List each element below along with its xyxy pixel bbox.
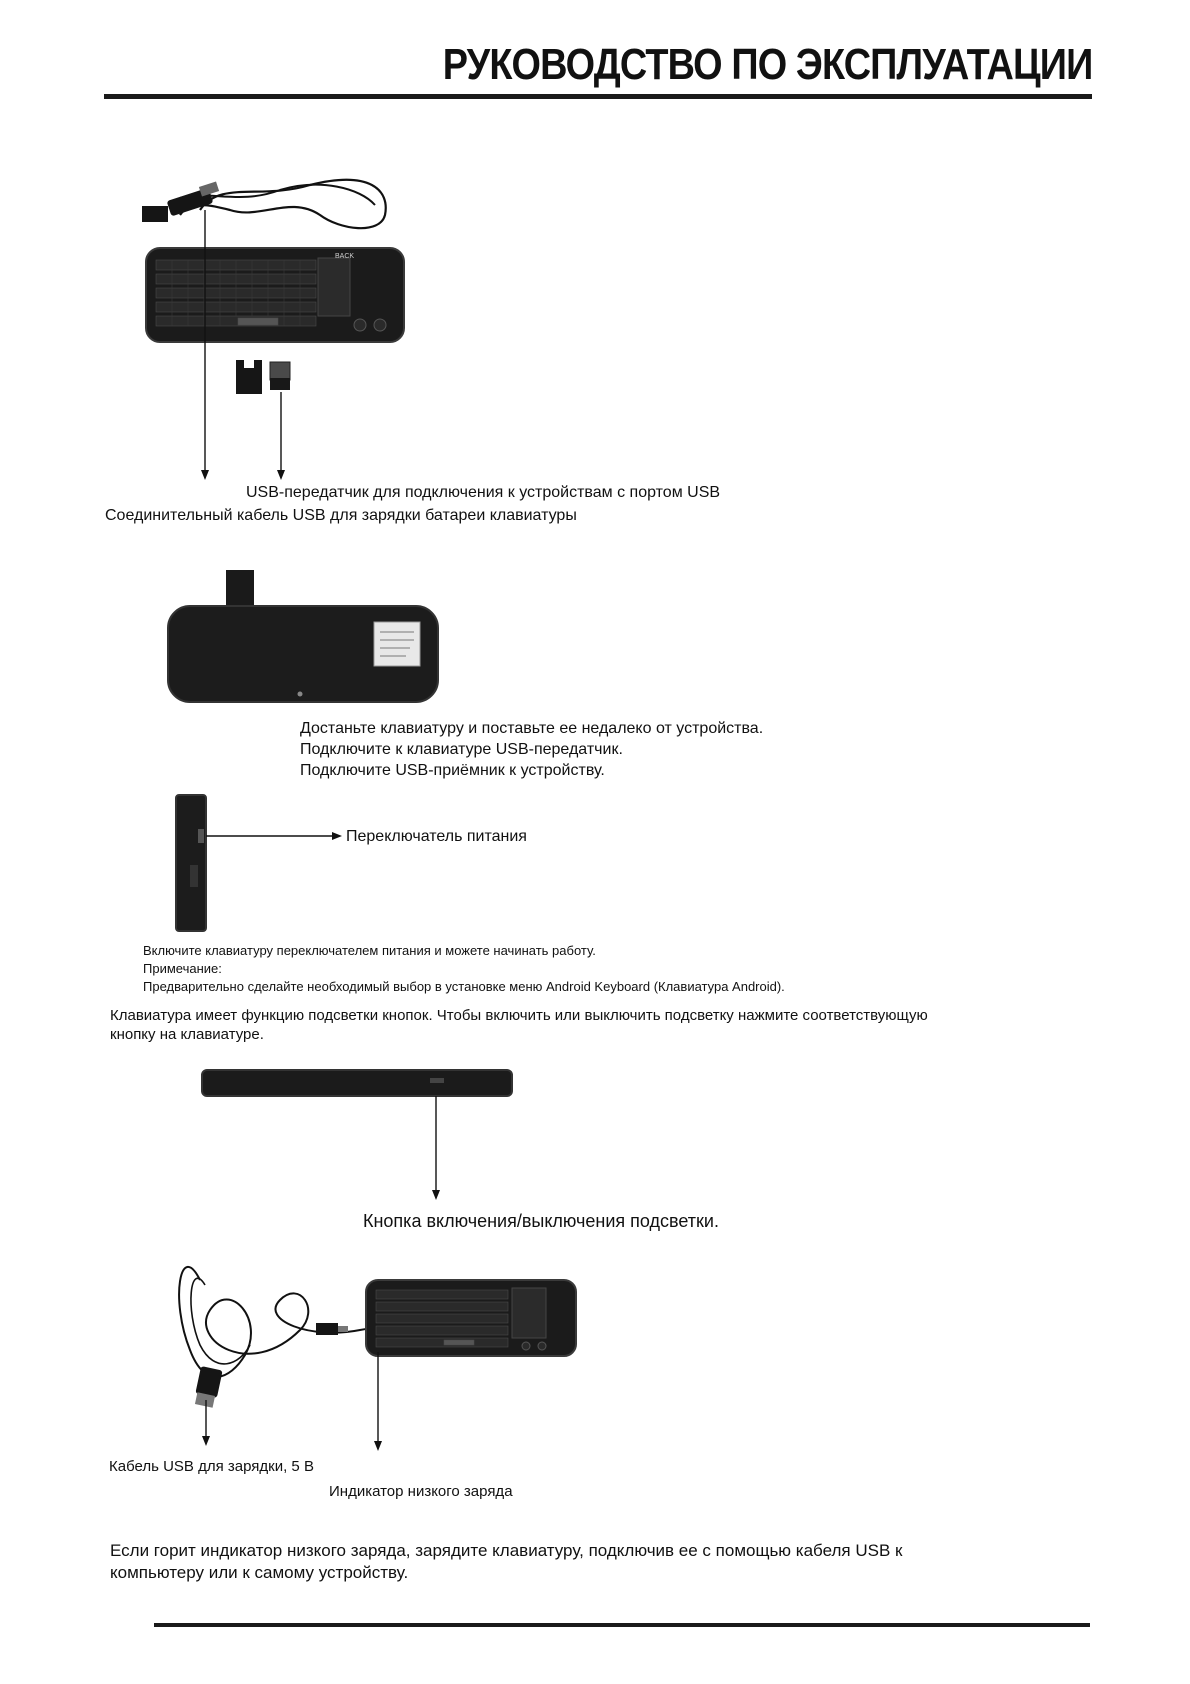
figure-keyboard-top-edge	[201, 1069, 513, 1200]
instruction-line: Подключите к клавиатуре USB-передатчик.	[300, 741, 623, 758]
instruction-line: Подключите USB-приёмник к устройству.	[300, 762, 605, 779]
figure-keyboard-side	[175, 794, 342, 932]
keyboard-keys: BACK	[335, 253, 354, 260]
label-charging-cable: Кабель USB для зарядки, 5 В	[109, 1458, 314, 1475]
charging-paragraph: Если горит индикатор низкого заряда, зар…	[110, 1540, 902, 1584]
paragraph-line: кнопку на клавиатуре.	[110, 1026, 264, 1043]
note-line: Включите клавиатуру переключателем питан…	[143, 943, 596, 958]
label-power-switch: Переключатель питания	[346, 828, 527, 845]
instruction-line: Достаньте клавиатуру и поставьте ее неда…	[300, 720, 764, 737]
footer-rule	[154, 1623, 1090, 1627]
header-rule	[104, 94, 1092, 99]
label-usb-transmitter: USB-передатчик для подключения к устройс…	[246, 484, 721, 501]
page-title: РУКОВОДСТВО ПО ЭКСПЛУАТАЦИИ	[442, 40, 1093, 89]
paragraph-line: Если горит индикатор низкого заряда, зар…	[110, 1541, 903, 1560]
label-backlight-button: Кнопка включения/выключения подсветки.	[363, 1211, 719, 1231]
power-on-notes: Включите клавиатуру переключателем питан…	[143, 942, 785, 996]
figure-keyboard-with-accessories: BACK	[142, 178, 405, 480]
setup-instructions: Достаньте клавиатуру и поставьте ее неда…	[300, 718, 763, 781]
backlight-paragraph: Клавиатура имеет функцию подсветки кнопо…	[110, 1006, 928, 1044]
note-line: Предварительно сделайте необходимый выбо…	[143, 979, 785, 994]
label-connecting-cable: Соединительный кабель USB для зарядки ба…	[105, 507, 577, 524]
key-back: BACK	[335, 253, 354, 260]
figure-keyboard-charging	[178, 1265, 577, 1451]
figure-keyboard-back	[167, 570, 439, 703]
note-line: Примечание:	[143, 961, 222, 976]
paragraph-line: компьютеру или к самому устройству.	[110, 1563, 409, 1582]
paragraph-line: Клавиатура имеет функцию подсветки кнопо…	[110, 1007, 928, 1024]
label-low-battery-indicator: Индикатор низкого заряда	[329, 1483, 513, 1500]
